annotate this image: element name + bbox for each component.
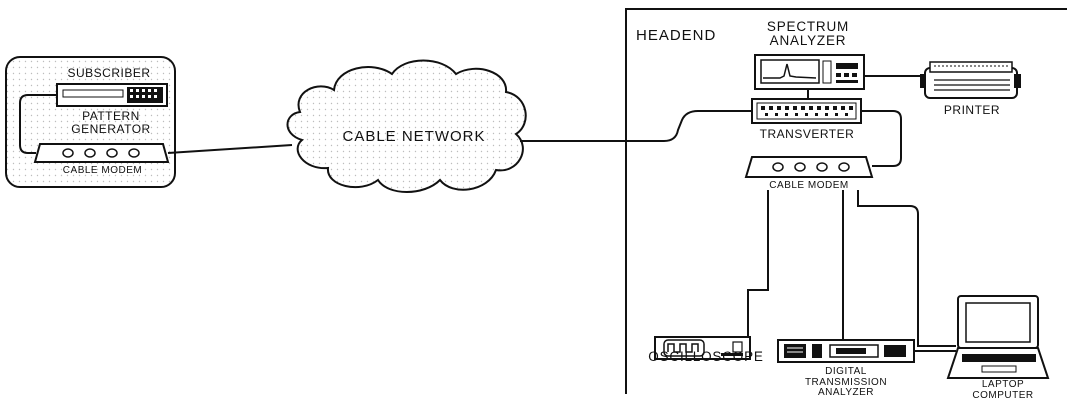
subscriber-cable-modem-device xyxy=(33,143,170,163)
digital-transmission-analyzer-label: DIGITAL TRANSMISSION ANALYZER xyxy=(804,366,888,398)
modem-to-laptop-cable xyxy=(857,190,956,347)
laptop-computer-device xyxy=(946,295,1050,379)
headend-boundary xyxy=(625,8,1067,394)
oscilloscope-label: OSCILLOSCOPE xyxy=(648,349,764,364)
headend-cable-modem-device xyxy=(744,156,874,178)
cable-network-label: CABLE NETWORK xyxy=(342,128,486,145)
pattern-generator-label: PATTERN GENERATOR xyxy=(71,109,151,136)
pattern-generator-to-modem-cable xyxy=(19,94,57,154)
subscriber-cable-modem-label: CABLE MODEM xyxy=(62,165,143,176)
headend-cable-modem-label: CABLE MODEM xyxy=(769,180,849,191)
cable-network-cloud xyxy=(286,59,527,193)
digital-transmission-analyzer-device xyxy=(777,339,915,363)
laptop-computer-label: LAPTOP COMPUTER xyxy=(972,379,1034,401)
headend-title: HEADEND xyxy=(636,27,717,44)
subscriber-title: SUBSCRIBER xyxy=(67,66,151,80)
oscilloscope-device xyxy=(654,336,751,360)
subscriber-to-cloud-cable xyxy=(167,144,293,154)
printer-device xyxy=(920,61,1021,99)
pattern-generator-device xyxy=(56,83,168,107)
spectrum-analyzer-device xyxy=(754,54,865,90)
transverter-device xyxy=(751,98,862,124)
cloud-to-transverter-cable xyxy=(520,110,752,142)
spectrum-analyzer-label: SPECTRUM ANALYZER xyxy=(766,19,850,49)
modem-to-oscilloscope-cable xyxy=(747,190,769,337)
transverter-label: TRANSVERTER xyxy=(759,127,855,141)
transverter-to-modem-cable xyxy=(861,110,902,167)
printer-label: PRINTER xyxy=(943,103,1001,117)
